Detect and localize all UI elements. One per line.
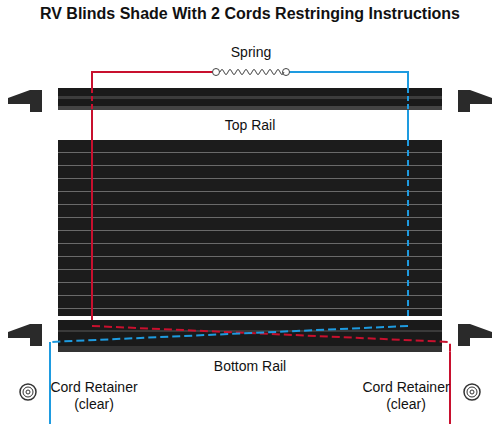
spring bbox=[213, 69, 290, 76]
part-label: Bottom Rail bbox=[214, 358, 286, 375]
mounting-bracket bbox=[8, 90, 492, 346]
blue-cord bbox=[407, 140, 409, 326]
part-label: Spring bbox=[231, 44, 271, 61]
pleated-shade bbox=[58, 140, 442, 316]
diagram-title: RV Blinds Shade With 2 Cords Restringing… bbox=[3, 4, 497, 23]
blue-cord bbox=[407, 88, 409, 110]
blue-cord bbox=[407, 110, 409, 140]
blue-cord bbox=[289, 72, 408, 88]
part-label: Cord Retainer (clear) bbox=[356, 379, 456, 413]
bottom-rail bbox=[58, 320, 442, 352]
part-label: Cord Retainer (clear) bbox=[44, 379, 144, 413]
top-rail bbox=[58, 88, 442, 110]
part-label: Top Rail bbox=[225, 117, 276, 134]
red-cord bbox=[91, 110, 93, 326]
red-cord bbox=[92, 72, 213, 88]
blue-cord bbox=[50, 326, 408, 342]
red-cord bbox=[91, 88, 93, 110]
